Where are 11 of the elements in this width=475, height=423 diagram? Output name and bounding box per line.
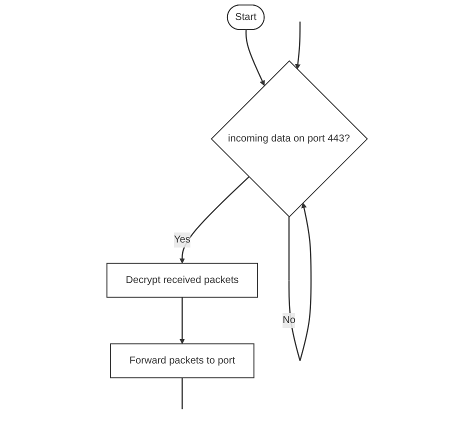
arrow bbox=[246, 30, 266, 86]
arrow bbox=[180, 176, 250, 264]
arrow bbox=[288, 202, 312, 361]
arrow bbox=[180, 297, 186, 344]
node-box: Forward packets to port bbox=[110, 343, 255, 378]
node-box: Decrypt received packets bbox=[106, 262, 258, 298]
node-diamond: incoming data on port 443? bbox=[211, 60, 368, 218]
edge-label: Yes bbox=[174, 234, 191, 246]
edge-label: No bbox=[282, 314, 296, 326]
arrow bbox=[295, 22, 302, 70]
connector bbox=[182, 378, 184, 410]
